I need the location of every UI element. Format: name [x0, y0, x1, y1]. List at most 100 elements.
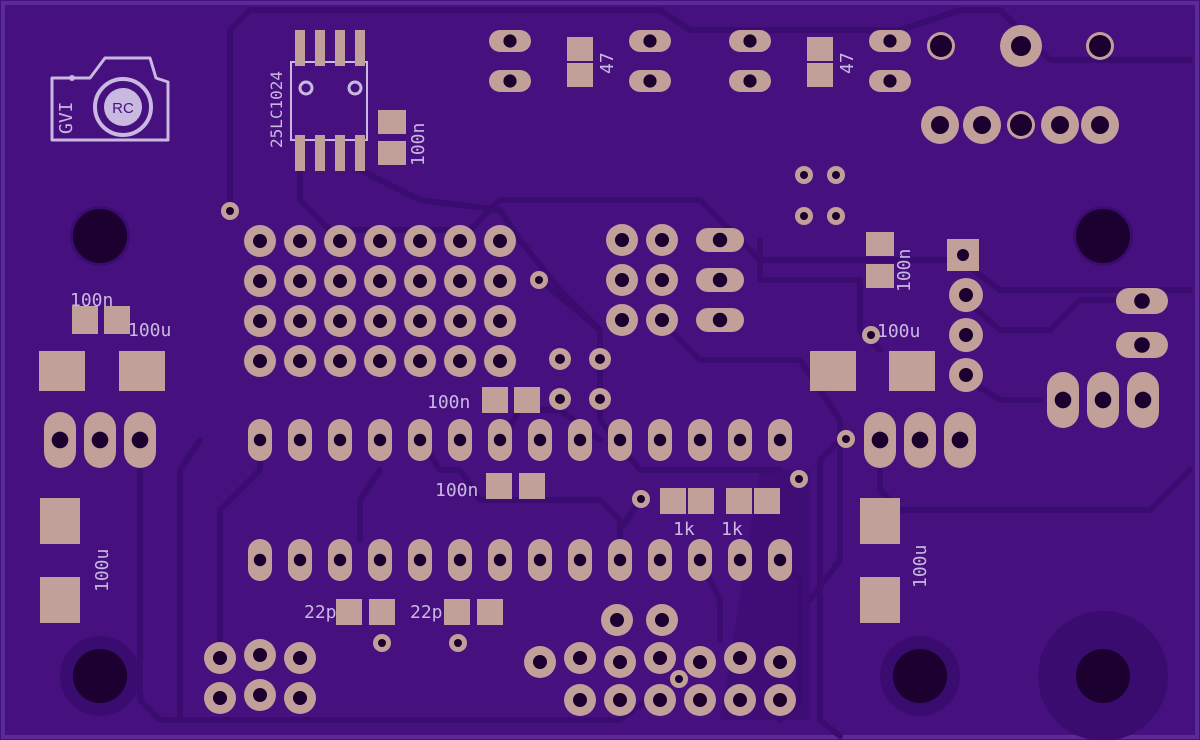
drill-hole	[930, 35, 952, 57]
drill-hole	[743, 34, 757, 48]
capacitor-pad	[519, 473, 545, 499]
drill-hole	[573, 553, 587, 567]
drill-hole	[643, 74, 657, 88]
drill-hole	[1134, 293, 1150, 309]
drill-hole	[712, 232, 728, 248]
drill-hole	[1011, 36, 1031, 56]
drill-hole	[253, 354, 267, 368]
drill-hole	[333, 274, 347, 288]
resistor-pad	[688, 488, 714, 514]
drill-hole	[131, 431, 149, 449]
drill-hole	[573, 433, 587, 447]
drill-hole	[573, 693, 587, 707]
drill-hole	[800, 212, 808, 220]
drill-hole	[333, 314, 347, 328]
drill-hole	[503, 74, 517, 88]
label-r47-right: 47	[837, 52, 858, 74]
drill-hole	[453, 433, 467, 447]
drill-hole	[637, 495, 645, 503]
drill-hole	[733, 553, 747, 567]
logo: RC GVI	[50, 56, 170, 142]
drill-hole	[655, 233, 669, 247]
drill-hole	[1094, 391, 1112, 409]
mounting-hole	[1076, 649, 1130, 703]
drill-hole	[959, 328, 973, 342]
drill-hole	[493, 553, 507, 567]
drill-hole	[653, 553, 667, 567]
drill-hole	[733, 433, 747, 447]
electrolytic-pad	[860, 498, 900, 544]
drill-hole	[773, 693, 787, 707]
drill-hole	[1134, 391, 1152, 409]
resistor-pad	[754, 488, 780, 514]
label-r47-left: 47	[597, 52, 618, 74]
eeprom-pin-pad	[315, 30, 325, 66]
capacitor-pad	[866, 232, 894, 256]
pin1-marker	[298, 80, 314, 96]
drill-hole	[973, 116, 991, 134]
eeprom-pin-pad	[335, 30, 345, 66]
drill-hole	[413, 354, 427, 368]
drill-hole	[653, 433, 667, 447]
resistor-pad	[567, 37, 593, 61]
drill-hole	[413, 314, 427, 328]
drill-hole	[693, 693, 707, 707]
drill-hole	[613, 433, 627, 447]
drill-hole	[832, 171, 840, 179]
drill-hole	[293, 274, 307, 288]
drill-hole	[675, 675, 683, 683]
resistor-pad	[726, 488, 752, 514]
label-r1k-left: 1k	[673, 519, 695, 540]
drill-hole	[253, 433, 267, 447]
drill-hole	[413, 234, 427, 248]
pads	[39, 25, 1168, 716]
drill-hole	[951, 431, 969, 449]
drill-hole	[293, 691, 307, 705]
label-c-right-u: 100u	[877, 321, 920, 342]
eeprom-chip: 25LC1024	[267, 30, 368, 171]
drill-hole	[613, 655, 627, 669]
drill-hole	[493, 433, 507, 447]
drill-hole	[871, 431, 889, 449]
capacitor-pad	[514, 387, 540, 413]
capacitor-pad	[486, 473, 512, 499]
drill-hole	[293, 553, 307, 567]
drill-hole	[213, 691, 227, 705]
drill-hole	[333, 354, 347, 368]
drill-hole	[883, 34, 897, 48]
drill-hole	[773, 553, 787, 567]
logo-badge: RC	[112, 100, 134, 117]
drill-hole	[253, 274, 267, 288]
drill-hole	[533, 553, 547, 567]
drill-hole	[293, 234, 307, 248]
capacitor-pad	[104, 306, 130, 334]
mounting-hole	[893, 649, 947, 703]
label-c-right-mid: 100n	[894, 249, 915, 292]
drill-hole	[373, 274, 387, 288]
label-xtal-cap-right: 22p	[410, 602, 443, 623]
mounting-holes	[73, 209, 1130, 703]
resistor-pad	[660, 488, 686, 514]
capacitor-pad	[444, 599, 470, 625]
drill-hole	[253, 553, 267, 567]
drill-hole	[613, 693, 627, 707]
capacitor-pad	[378, 110, 406, 134]
drill-hole	[1091, 116, 1109, 134]
drill-hole	[533, 433, 547, 447]
label-xtal-cap-left: 22p	[304, 602, 337, 623]
drill-hole	[253, 648, 267, 662]
capacitor-pad	[336, 599, 362, 625]
drill-hole	[213, 651, 227, 665]
pin1-dot	[347, 80, 363, 96]
drill-hole	[655, 273, 669, 287]
drill-hole	[653, 693, 667, 707]
drill-hole	[493, 234, 507, 248]
label-c-left-u: 100u	[128, 320, 171, 341]
drill-hole	[555, 394, 565, 404]
drill-hole	[333, 553, 347, 567]
drill-hole	[1134, 337, 1150, 353]
electrolytic-pad	[860, 577, 900, 623]
drill-hole	[957, 249, 969, 261]
